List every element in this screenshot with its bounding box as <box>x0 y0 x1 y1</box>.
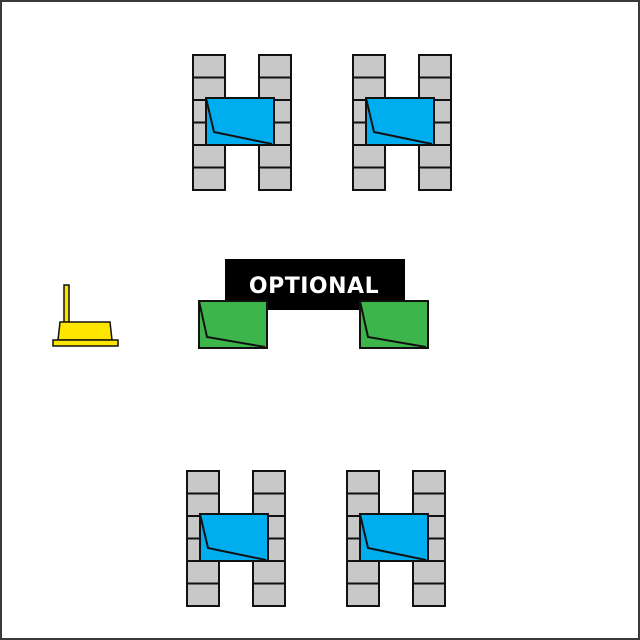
green-panel-left-body <box>198 300 268 349</box>
h-block <box>252 560 286 585</box>
optional-label-text: OPTIONAL <box>249 274 379 299</box>
h-block <box>186 582 220 607</box>
h-block <box>418 144 452 169</box>
h-block <box>186 470 220 495</box>
green-panel-left-fold <box>198 300 266 348</box>
h-block <box>258 166 292 191</box>
h-block <box>346 470 380 495</box>
h-block <box>192 76 226 101</box>
h-block <box>412 492 446 517</box>
device-antenna <box>63 284 70 326</box>
h-block <box>346 560 380 585</box>
h-block <box>418 76 452 101</box>
blue-panel-fold <box>359 513 427 561</box>
blue-panel-fold <box>199 513 267 561</box>
h-block <box>192 144 226 169</box>
h-block <box>412 470 446 495</box>
h-block <box>186 560 220 585</box>
h-block <box>352 144 386 169</box>
h-structure-top-right-icon <box>352 54 452 191</box>
blue-panel-fold <box>365 97 433 145</box>
green-panel-right-fold <box>359 300 427 348</box>
h-block <box>192 54 226 79</box>
h-block <box>346 492 380 517</box>
h-block <box>352 166 386 191</box>
device-base <box>52 339 119 347</box>
green-panel-right <box>359 300 429 349</box>
h-block <box>418 166 452 191</box>
h-block <box>252 470 286 495</box>
h-block <box>258 144 292 169</box>
h-structure-top-left-icon <box>192 54 292 191</box>
blue-panel-fold <box>205 97 273 145</box>
device-body <box>57 321 113 341</box>
h-block <box>346 582 380 607</box>
h-structure-bottom-right-icon <box>346 470 446 607</box>
h-block <box>412 582 446 607</box>
h-block <box>252 492 286 517</box>
yellow-antenna-device-icon <box>52 284 119 347</box>
h-block <box>352 76 386 101</box>
h-block <box>186 492 220 517</box>
green-panel-left <box>198 300 268 349</box>
green-panel-right-body <box>359 300 429 349</box>
h-structure-bottom-left-icon <box>186 470 286 607</box>
h-block <box>412 560 446 585</box>
h-block <box>418 54 452 79</box>
h-block <box>352 54 386 79</box>
h-block <box>192 166 226 191</box>
h-block <box>258 54 292 79</box>
h-block <box>258 76 292 101</box>
h-structures-group <box>186 54 452 607</box>
h-block <box>252 582 286 607</box>
